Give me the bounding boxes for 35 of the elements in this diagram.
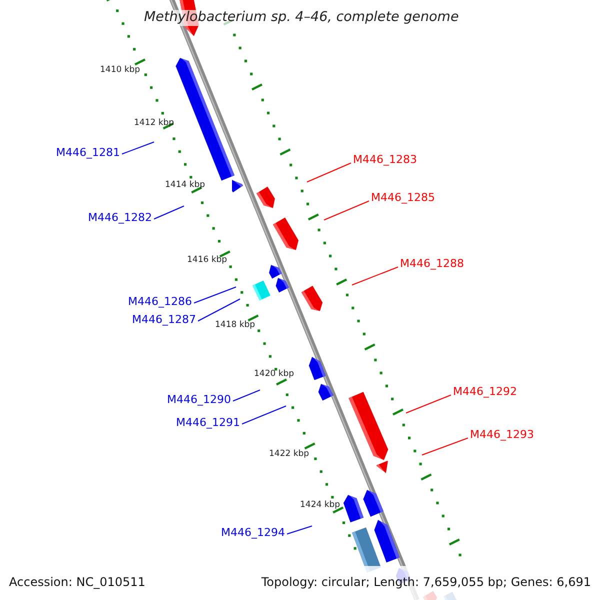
- gene-label: M446_1291: [176, 417, 240, 428]
- leader-line: [122, 142, 154, 154]
- leader-line: [154, 206, 184, 220]
- title: Methylobacterium sp. 4–46, complete genome: [142, 10, 461, 26]
- position-label: 1420 kbp: [254, 370, 294, 378]
- leader-line: [198, 298, 240, 322]
- gene-label: M446_1288: [400, 258, 464, 269]
- position-label: 1412 kbp: [134, 119, 174, 128]
- position-label: 1418 kbp: [215, 321, 256, 330]
- leader-line: [242, 406, 286, 424]
- gene-label: M446_1292: [453, 386, 517, 397]
- genome-info-text: Topology: circular; Length: 7,659,055 bp; Genes: 6,691: [261, 576, 591, 588]
- leader-line: [406, 394, 452, 414]
- gene-label: M446_1281: [56, 147, 120, 158]
- leader-line: [194, 286, 236, 304]
- leader-line: [352, 266, 398, 286]
- gene-label: M446_1285: [371, 192, 435, 203]
- gene-label: M446_1290: [167, 394, 231, 405]
- position-label: 1414 kbp: [165, 181, 206, 190]
- position-label: 1424 kbp: [300, 501, 340, 510]
- gene-label: M446_1282: [88, 212, 152, 223]
- position-label: 1410 kbp: [100, 66, 140, 74]
- gene-label: M446_1286: [128, 296, 192, 307]
- leader-line: [232, 390, 260, 402]
- position-label: 1416 kbp: [187, 256, 228, 264]
- gene-label: M446_1294: [221, 527, 285, 538]
- leader-line: [286, 526, 312, 534]
- position-label: 1422 kbp: [269, 450, 310, 458]
- gene-label: M446_1287: [132, 314, 196, 325]
- gene-label: M446_1293: [470, 429, 534, 440]
- leader-line: [422, 438, 468, 456]
- leader-line: [324, 200, 370, 220]
- leader-line: [306, 162, 352, 182]
- accession-text: Accession: NC_010511: [9, 576, 146, 588]
- gene-label: M446_1283: [353, 154, 417, 165]
